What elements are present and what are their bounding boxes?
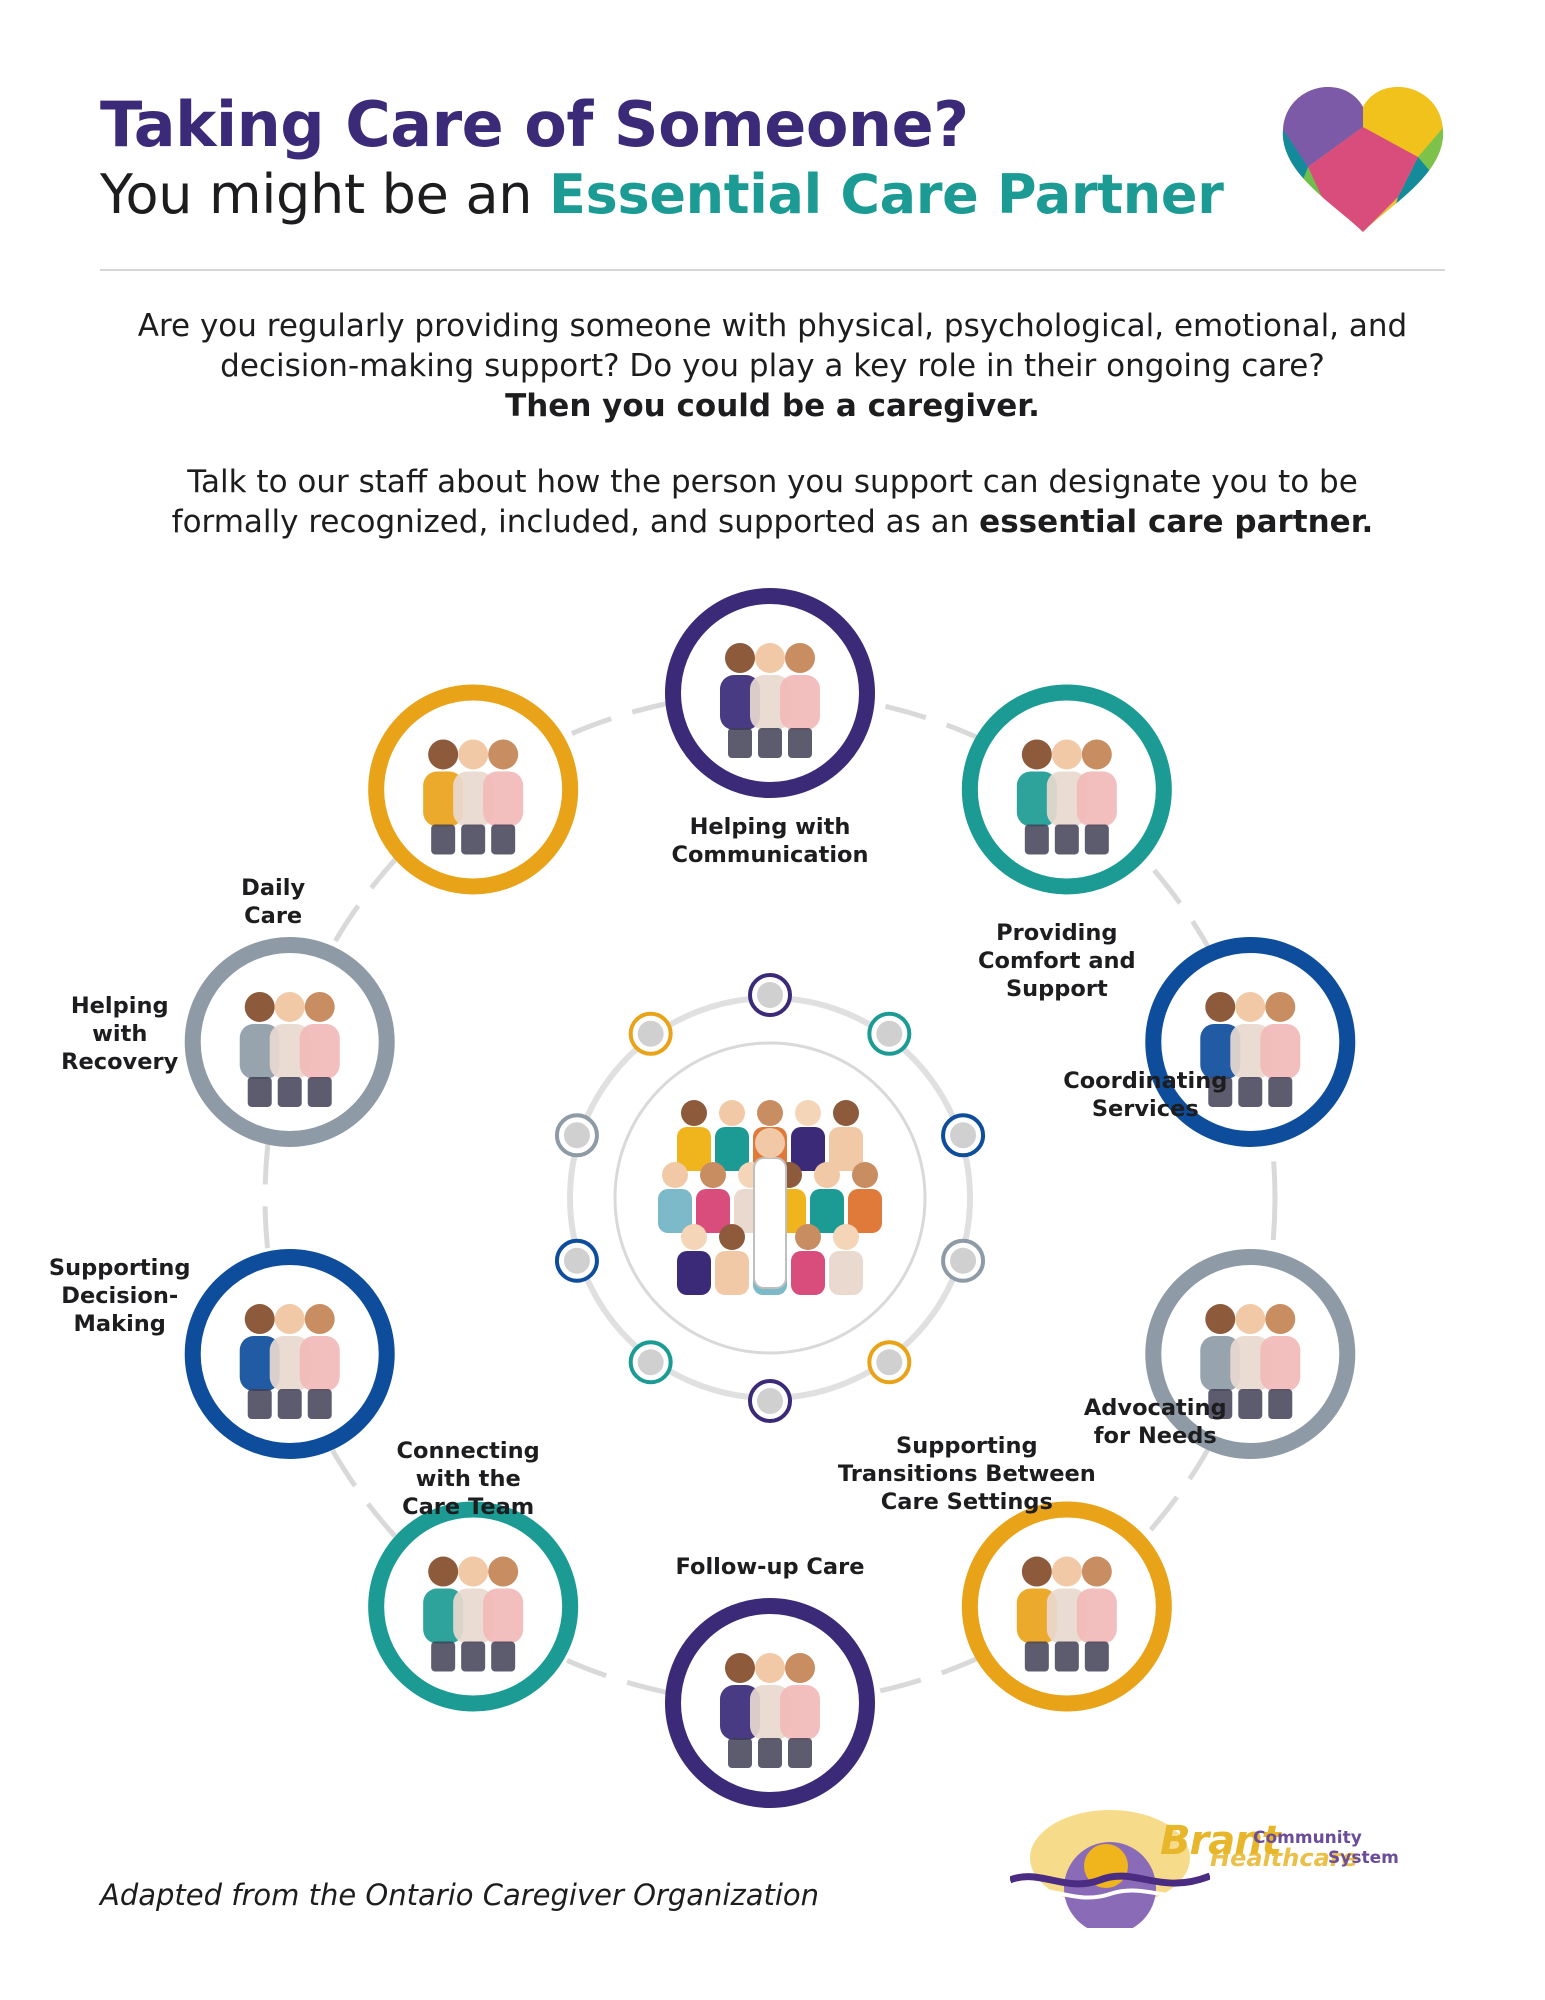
inner-dot-fill xyxy=(563,1122,590,1149)
role-label-line: Helping xyxy=(70,992,169,1019)
role-label-line: Care Settings xyxy=(880,1488,1053,1515)
inner-dot-fill xyxy=(950,1122,977,1149)
role-label-line: Support xyxy=(1005,976,1108,1003)
cta-line-1: Talk to our staff about how the person y… xyxy=(187,464,1358,500)
role-circle-helping-with-communication xyxy=(665,588,875,798)
role-circle-helping-with-recovery xyxy=(184,936,395,1147)
role-circle-supporting-decision-making xyxy=(184,1249,395,1460)
intro-line-1: Are you regularly providing someone with… xyxy=(137,308,1408,344)
people-illustration-icon xyxy=(239,991,340,1107)
role-label-line: Recovery xyxy=(61,1048,179,1075)
role-label-line: for Needs xyxy=(1093,1423,1217,1450)
role-label-line: Services xyxy=(1091,1095,1199,1122)
people-illustration-icon xyxy=(1200,991,1301,1107)
role-circle-daily-care xyxy=(368,684,579,895)
cta-emphasis: essential care partner. xyxy=(979,504,1374,540)
sun-wave-logo-icon xyxy=(1010,1810,1210,1928)
logo-word-brant: Brant xyxy=(1160,1818,1281,1864)
role-label-line: with xyxy=(92,1020,148,1047)
role-label-line: Coordinating xyxy=(1063,1067,1228,1094)
role-label-line: Connecting xyxy=(396,1437,540,1464)
cta-paragraph: Talk to our staff about how the person y… xyxy=(90,462,1455,542)
role-circle-follow-up-care xyxy=(665,1598,875,1808)
role-circle-coordinating-services xyxy=(1145,936,1356,1147)
role-label-line: Decision- xyxy=(61,1283,179,1310)
logo-word-system: System xyxy=(1328,1848,1399,1868)
page-subtitle: You might be an Essential Care Partner xyxy=(100,163,1224,226)
role-label-line: Transitions Between xyxy=(837,1460,1096,1487)
intro-emphasis: Then you could be a caregiver. xyxy=(505,388,1040,424)
role-circle-connecting-care-team xyxy=(368,1501,579,1712)
people-illustration-icon xyxy=(720,1653,820,1768)
footer-credit: Adapted from the Ontario Caregiver Organ… xyxy=(100,1878,820,1912)
logo-word-healthcare: Healthcare xyxy=(1210,1844,1358,1872)
inner-dot-fill xyxy=(563,1247,590,1274)
people-illustration-icon xyxy=(423,739,524,855)
inner-dot-fill xyxy=(876,1349,903,1376)
inner-dot-fill xyxy=(950,1247,977,1274)
role-circle-supporting-transitions xyxy=(961,1501,1172,1712)
cta-line-2: formally recognized, included, and suppo… xyxy=(171,504,980,540)
inner-dot-fill xyxy=(757,1388,783,1414)
role-label-line: Making xyxy=(73,1311,166,1338)
inner-dot-fill xyxy=(637,1020,664,1047)
page-title: Taking Care of Someone? xyxy=(100,88,969,161)
inner-dot-fill xyxy=(876,1020,903,1047)
role-label-line: Communication xyxy=(671,842,869,868)
role-label-line: Helping with xyxy=(689,814,851,840)
role-label-line: Supporting xyxy=(48,1255,191,1282)
role-label-line: with the xyxy=(415,1465,521,1492)
role-label-line: Supporting xyxy=(896,1432,1038,1459)
role-label-line: Advocating xyxy=(1083,1395,1227,1422)
brant-logo: Brant Community Healthcare System xyxy=(1010,1808,1430,1928)
role-label-line: Care Team xyxy=(402,1493,535,1520)
role-label-line: Care xyxy=(244,903,303,930)
people-illustration-icon xyxy=(1200,1304,1301,1420)
people-illustration-icon xyxy=(1016,1556,1117,1672)
role-label-line: Follow-up Care xyxy=(675,1554,865,1580)
inner-dot-fill xyxy=(637,1349,664,1376)
role-label-line: Comfort and xyxy=(978,948,1136,975)
inner-dot-fill xyxy=(757,982,783,1008)
subtitle-prefix: You might be an xyxy=(100,163,550,226)
role-label-line: Daily xyxy=(241,875,306,902)
people-illustration-icon xyxy=(720,643,820,758)
role-circle-providing-comfort xyxy=(961,684,1172,895)
header-divider xyxy=(100,269,1445,271)
intro-line-2: decision-making support? Do you play a k… xyxy=(220,348,1325,384)
role-label-line: Providing xyxy=(996,920,1118,947)
care-team-group-icon xyxy=(658,1100,882,1295)
role-circle-advocating-for-needs xyxy=(1145,1249,1356,1460)
logo-word-community: Community xyxy=(1253,1828,1362,1848)
intro-paragraph: Are you regularly providing someone with… xyxy=(90,306,1455,426)
people-illustration-icon xyxy=(423,1556,524,1672)
people-illustration-icon xyxy=(239,1304,340,1420)
role-label-follow-up-care: Follow-up Care xyxy=(630,1553,910,1581)
people-illustration-icon xyxy=(1016,739,1117,855)
heart-logo-icon xyxy=(1282,87,1444,232)
subtitle-highlight: Essential Care Partner xyxy=(549,163,1224,226)
